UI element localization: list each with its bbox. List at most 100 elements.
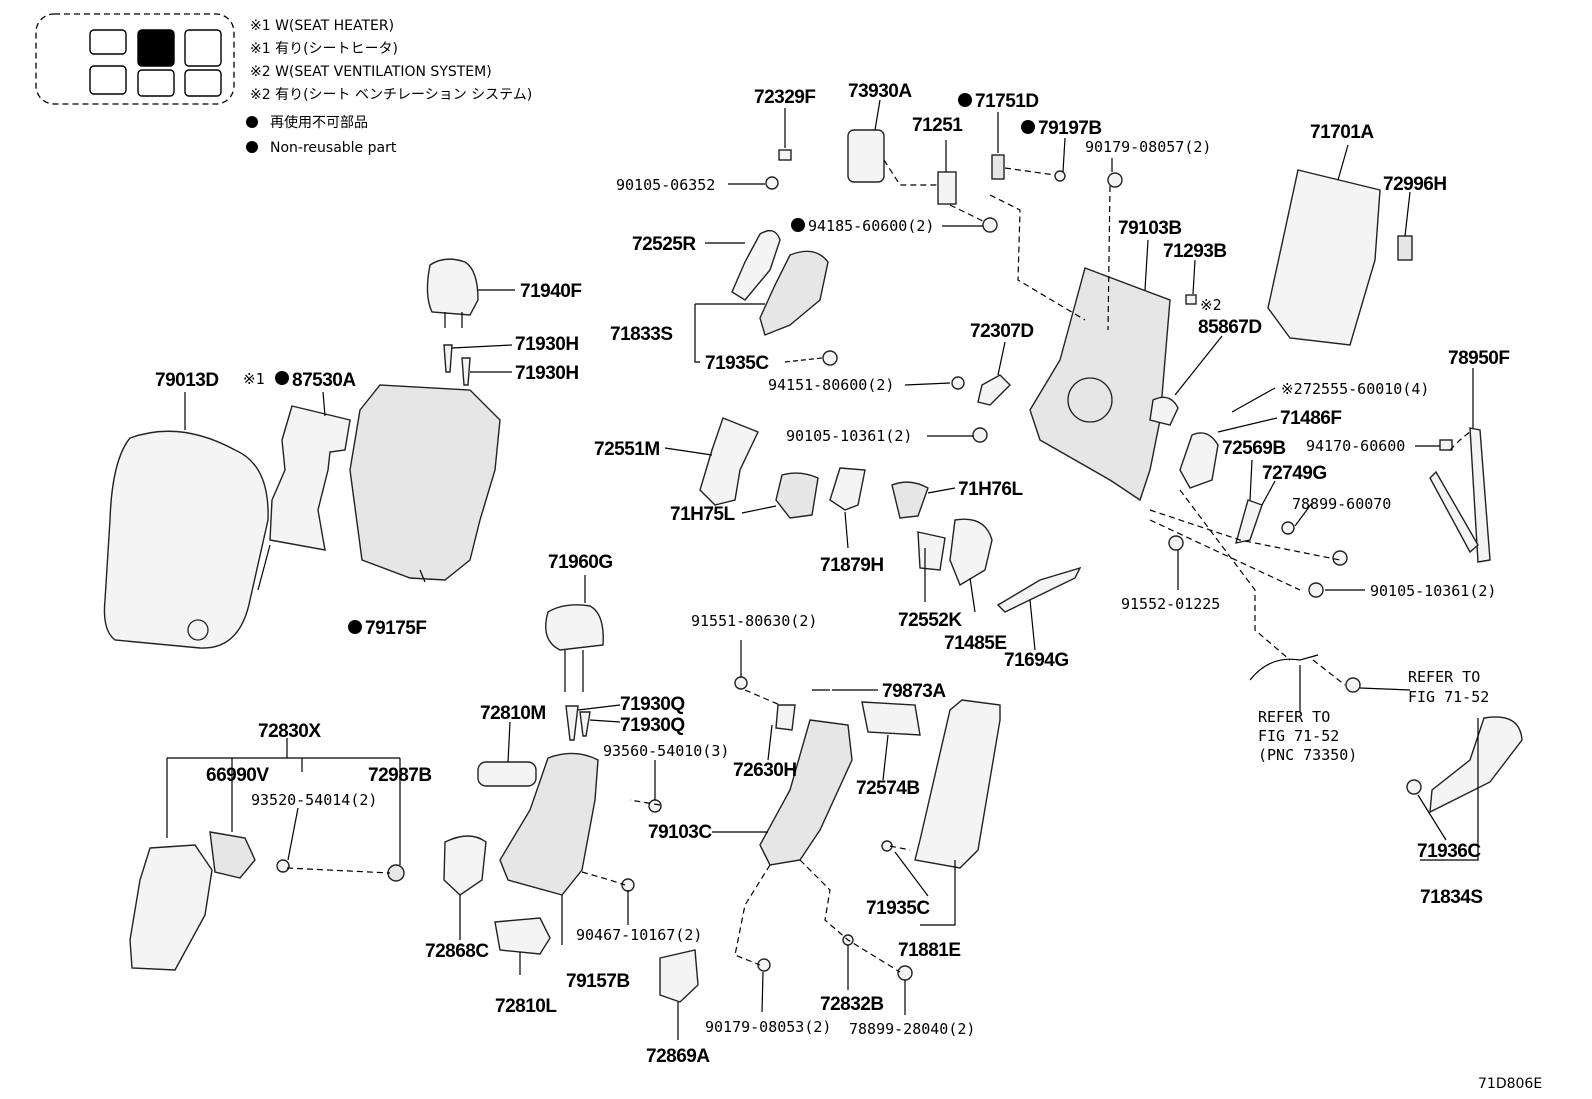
- headrest-guide: [443, 344, 453, 373]
- screw: [897, 965, 913, 981]
- part-label: 71881E: [898, 940, 961, 961]
- guide-71930Q: [565, 705, 579, 741]
- part-label: 71935C: [705, 353, 769, 374]
- strap-78950F: [1469, 427, 1491, 563]
- refer-note: FIG 71-52: [1408, 688, 1489, 706]
- part-label: 72555-60010(4): [1303, 380, 1429, 398]
- seat-position-icon: [184, 69, 222, 97]
- part-label: 79103B: [1118, 218, 1182, 239]
- legend-line: ※1 W(SEAT HEATER): [250, 18, 394, 34]
- part-label: 79157B: [566, 971, 630, 992]
- note-mark: ※2: [1200, 296, 1222, 314]
- part-label: 71251: [912, 115, 963, 136]
- part-label: 72630H: [733, 760, 797, 781]
- cover-72551M: [699, 417, 759, 506]
- bolt: [1308, 582, 1324, 598]
- cover-72525R: [731, 229, 781, 301]
- part-label: 90105-06352: [616, 176, 715, 194]
- cover-hole: [187, 619, 209, 641]
- leader-lines: [166, 99, 1479, 1040]
- seat-position-icon: [137, 69, 175, 97]
- clip-94170: [1439, 439, 1453, 451]
- clip: [822, 350, 838, 366]
- non-reusable-dot-icon: [958, 93, 972, 107]
- legend-line: 再使用不可部品: [270, 114, 368, 131]
- part-label: 72987B: [368, 765, 432, 786]
- screw: [276, 859, 290, 873]
- headrest-guide: [461, 357, 471, 386]
- part-label: 72329F: [754, 87, 815, 108]
- part-label: 71930Q: [620, 715, 685, 736]
- bracket-71251: [937, 171, 957, 205]
- cover-72868C: [443, 835, 487, 896]
- recliner-hole: [1067, 377, 1113, 423]
- seat-frame: [1029, 267, 1171, 502]
- part-label: 72569B: [1222, 438, 1286, 459]
- part-labels: 72329F 73930A 71751D 71251 79197B 90179-…: [155, 81, 1542, 1092]
- part-label: 71485E: [944, 633, 1007, 654]
- cover-71H75L: [775, 472, 819, 519]
- cover-71H76L: [891, 481, 929, 519]
- screw: [1054, 170, 1066, 182]
- part-label: 71935C: [866, 898, 930, 919]
- part-label: 71751D: [975, 91, 1039, 112]
- non-reusable-dot-icon: [246, 116, 258, 128]
- cover-72869A: [659, 949, 699, 1003]
- cover-66990V: [209, 831, 256, 879]
- part-label: 72552K: [898, 610, 962, 631]
- part-label: 72810L: [495, 996, 557, 1017]
- nut: [757, 958, 771, 972]
- part-72552K: [917, 531, 946, 571]
- legend-line: ※2 W(SEAT VENTILATION SYSTEM): [250, 64, 492, 80]
- part-label: 90179-08057(2): [1085, 138, 1211, 156]
- clip: [1281, 521, 1295, 535]
- wire-harness: [1249, 654, 1319, 681]
- refer-note: FIG 71-52: [1258, 727, 1339, 745]
- refer-note: (PNC 73350): [1258, 746, 1357, 764]
- non-reusable-dot-icon: [1021, 120, 1035, 134]
- bracket-72307D: [977, 374, 1011, 406]
- headrest-71960G: [545, 604, 604, 651]
- clip-72987B: [387, 864, 405, 882]
- refer-note: REFER TO: [1408, 668, 1480, 686]
- part-label: 78950F: [1448, 348, 1509, 369]
- part-label: 79873A: [882, 681, 946, 702]
- part-label: 71H76L: [958, 479, 1023, 500]
- bracket-72630H: [775, 704, 796, 731]
- seat-position-icon: [89, 65, 127, 95]
- bolt: [1345, 677, 1361, 693]
- non-reusable-dot-icon: [791, 218, 805, 232]
- part-label: 72996H: [1383, 174, 1447, 195]
- legend-line: Non-reusable part: [270, 140, 397, 156]
- part-label: 72869A: [646, 1046, 710, 1067]
- part-label: 78899-28040(2): [849, 1020, 975, 1038]
- bolt: [972, 427, 988, 443]
- part-label: 72810M: [480, 703, 546, 724]
- cover-71485E: [949, 518, 993, 587]
- bolt: [1168, 535, 1184, 551]
- part-label: 79175F: [365, 618, 426, 639]
- legend-line: ※1 有り(シートヒータ): [250, 41, 398, 57]
- legend: ※1 W(SEAT HEATER) ※1 有り(シートヒータ) ※2 W(SEA…: [35, 13, 532, 156]
- clip: [951, 376, 965, 390]
- part-label: 93520-54014(2): [251, 791, 377, 809]
- part-label: 71293B: [1163, 241, 1227, 262]
- part-label: 91552-01225: [1121, 595, 1220, 613]
- part-label: 90467-10167(2): [576, 926, 702, 944]
- part-label: 71701A: [1310, 122, 1374, 143]
- bolt: [765, 176, 779, 190]
- seat-position-highlight-icon: [137, 29, 175, 67]
- part-label: 72525R: [632, 234, 696, 255]
- part-label: 91551-80630(2): [691, 612, 817, 630]
- cover-72830X: [129, 844, 213, 971]
- note-mark: ※2: [1281, 380, 1303, 398]
- non-reusable-dot-icon: [275, 371, 289, 385]
- screw: [648, 799, 662, 813]
- part-label: 66990V: [206, 765, 269, 786]
- part-label: 79197B: [1038, 118, 1102, 139]
- strap-78950F: [1429, 470, 1479, 554]
- heater-wire: [257, 544, 271, 591]
- refer-note: REFER TO: [1258, 708, 1330, 726]
- part-label: 71930Q: [620, 694, 685, 715]
- part-label: 94185-60600(2): [808, 217, 934, 235]
